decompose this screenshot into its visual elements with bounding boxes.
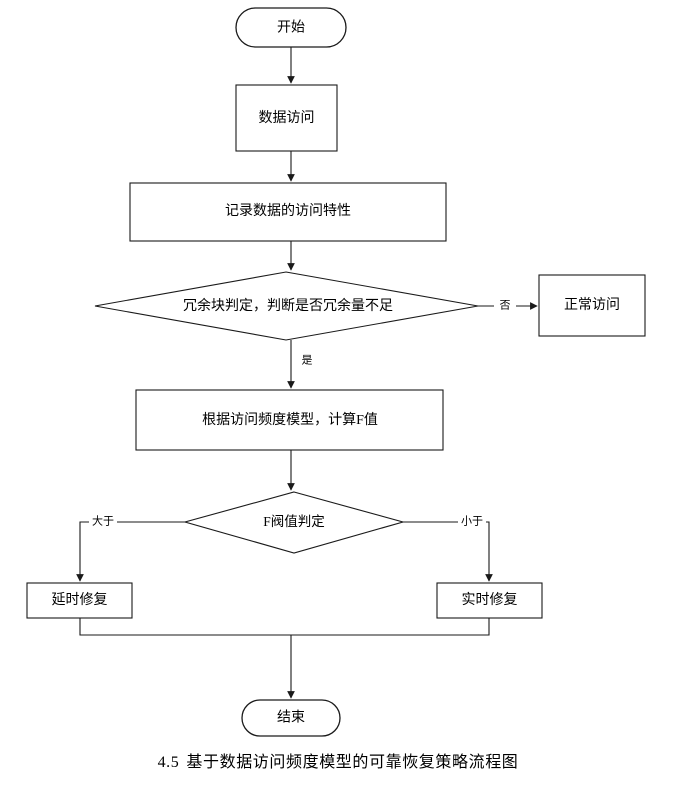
normal-access-label: 正常访问 — [564, 297, 620, 313]
node-redundancy-decision[interactable]: 冗余块判定，判断是否冗余量不足 — [94, 271, 479, 341]
edge-delayed-repair-to-merge — [79, 618, 291, 636]
figure-caption: 4.5 基于数据访问频度模型的可靠恢复策略流程图 — [0, 748, 676, 772]
compute-f-label: 根据访问频度模型，计算F值 — [202, 412, 378, 428]
delayed-repair-shape — [26, 582, 133, 619]
start-shape — [235, 7, 347, 48]
redundancy-decision-shape — [94, 271, 479, 341]
edge-label-yes: 是 — [302, 354, 313, 367]
edge-label-greater-than: 大于 — [92, 514, 114, 528]
node-start[interactable]: 开始 — [235, 7, 347, 48]
edge-realtime-repair-to-merge — [291, 618, 490, 636]
edge-label-no-backdrop — [494, 296, 516, 313]
edge-label-greater-backdrop — [89, 513, 117, 530]
data-access-label: 数据访问 — [259, 110, 315, 126]
node-realtime-repair[interactable]: 实时修复 — [436, 582, 543, 619]
node-delayed-repair[interactable]: 延时修复 — [26, 582, 133, 619]
edge-label-less-backdrop — [458, 513, 486, 530]
record-features-shape — [129, 182, 447, 242]
figure-number: 4.5 — [157, 754, 180, 771]
start-label: 开始 — [277, 20, 305, 36]
node-end[interactable]: 结束 — [241, 699, 341, 737]
data-access-shape — [235, 84, 338, 152]
edge-label-less-than: 小于 — [461, 515, 483, 528]
record-features-label: 记录数据的访问特性 — [225, 203, 351, 219]
end-shape — [241, 699, 341, 737]
node-compute-f[interactable]: 根据访问频度模型，计算F值 — [135, 389, 444, 451]
f-threshold-label: F阀值判定 — [263, 514, 325, 529]
node-f-threshold-decision[interactable]: F阀值判定 — [182, 491, 406, 554]
normal-access-shape — [538, 274, 646, 337]
edge-threshold-greater-to-delayed-repair — [76, 521, 185, 582]
edge-label-yes-backdrop — [296, 352, 318, 369]
edge-threshold-less-to-realtime-repair — [403, 521, 493, 582]
delayed-repair-label: 延时修复 — [52, 591, 108, 608]
edge-label-group: 否 是 大于 小于 — [89, 296, 516, 530]
connectors — [76, 47, 538, 699]
end-label: 结束 — [277, 710, 305, 726]
node-record-features[interactable]: 记录数据的访问特性 — [129, 182, 447, 242]
node-normal-access[interactable]: 正常访问 — [538, 274, 646, 337]
compute-f-shape — [135, 389, 444, 451]
realtime-repair-shape — [436, 582, 543, 619]
node-data-access[interactable]: 数据访问 — [235, 84, 338, 152]
f-threshold-shape — [182, 491, 406, 554]
realtime-repair-label: 实时修复 — [462, 591, 518, 608]
redundancy-decision-label: 冗余块判定，判断是否冗余量不足 — [183, 297, 393, 314]
edge-label-no: 否 — [500, 300, 511, 312]
figure-caption-text: 基于数据访问频度模型的可靠恢复策略流程图 — [186, 754, 519, 771]
